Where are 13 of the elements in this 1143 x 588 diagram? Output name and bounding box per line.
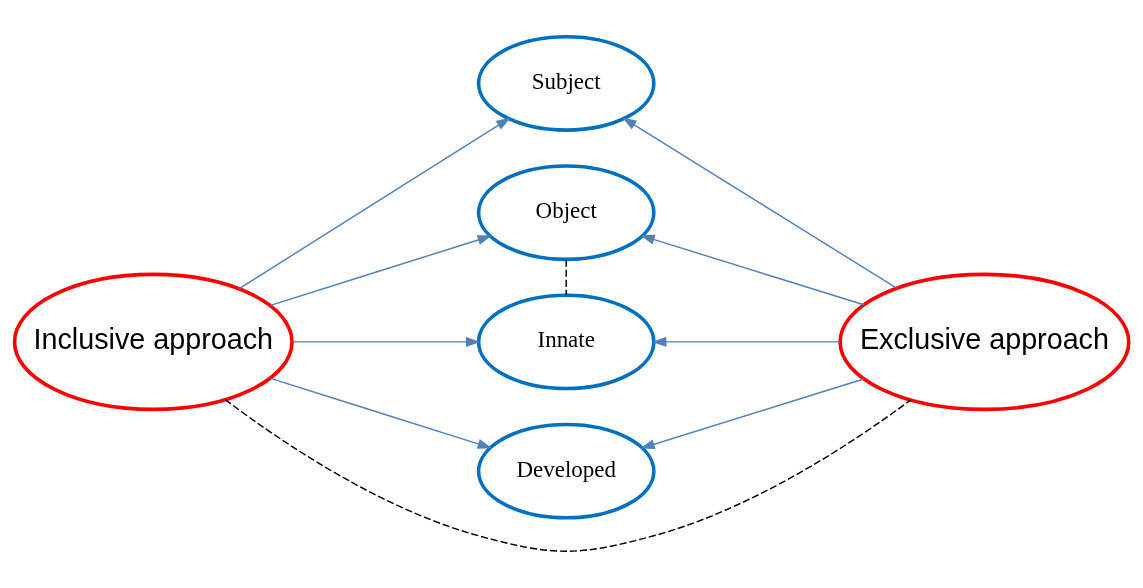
arrow [238,117,511,290]
connector [224,398,912,552]
node-ellipse: Innate [476,293,656,391]
arrow [269,235,492,307]
arrow [640,234,865,306]
arrow [269,377,492,449]
arrow [652,336,841,347]
node-ellipse: Exclusive approach [838,272,1131,412]
arrow [640,378,865,450]
arrow [622,117,898,289]
node-ellipse: Inclusive approach [12,272,294,412]
connector [565,258,567,296]
arrow [291,336,481,347]
